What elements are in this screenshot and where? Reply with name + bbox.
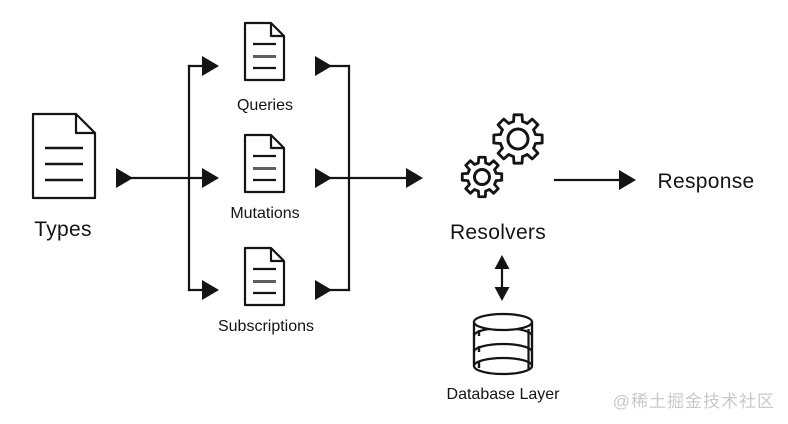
database-cylinder-icon	[472, 312, 534, 376]
arrowhead-down-icon	[494, 287, 510, 301]
arrowhead-icon	[315, 56, 332, 76]
queries-label: Queries	[237, 97, 293, 114]
arrow-to-resolvers	[329, 168, 423, 188]
database-label: Database Layer	[447, 386, 561, 403]
arrowhead-icon	[116, 168, 133, 188]
subscriptions-label: Subscriptions	[218, 318, 314, 335]
resolvers-label: Resolvers	[450, 221, 546, 244]
arrow-types-to-fanout	[116, 168, 219, 188]
arrow-resolvers-to-response	[553, 170, 636, 190]
arrowhead-up-icon	[494, 255, 510, 269]
mutations-node: Mutations	[230, 133, 300, 222]
watermark: @稀土掘金技术社区	[613, 392, 775, 411]
arrowhead-icon	[406, 168, 423, 188]
arrowhead-icon	[315, 168, 332, 188]
document-icon	[243, 21, 286, 82]
types-label: Types	[34, 218, 92, 241]
arrowhead-icon	[315, 280, 332, 300]
queries-node: Queries	[237, 21, 293, 114]
resolvers-node: Resolvers	[450, 113, 546, 244]
arrowhead-icon	[619, 170, 636, 190]
document-icon	[31, 112, 97, 200]
gears-icon	[460, 113, 544, 199]
response-label: Response	[658, 170, 755, 193]
types-node: Types	[31, 112, 97, 241]
document-icon	[243, 133, 286, 194]
mutations-label: Mutations	[230, 205, 299, 222]
subscriptions-node: Subscriptions	[218, 246, 314, 335]
arrowhead-icon	[202, 168, 219, 188]
arrowhead-icon	[202, 56, 219, 76]
arrowhead-icon	[202, 280, 219, 300]
database-node: Database Layer	[447, 312, 561, 403]
document-icon	[243, 246, 286, 307]
fanout-bracket-left	[187, 56, 219, 300]
arrow-resolvers-database-bidirectional	[494, 255, 510, 301]
